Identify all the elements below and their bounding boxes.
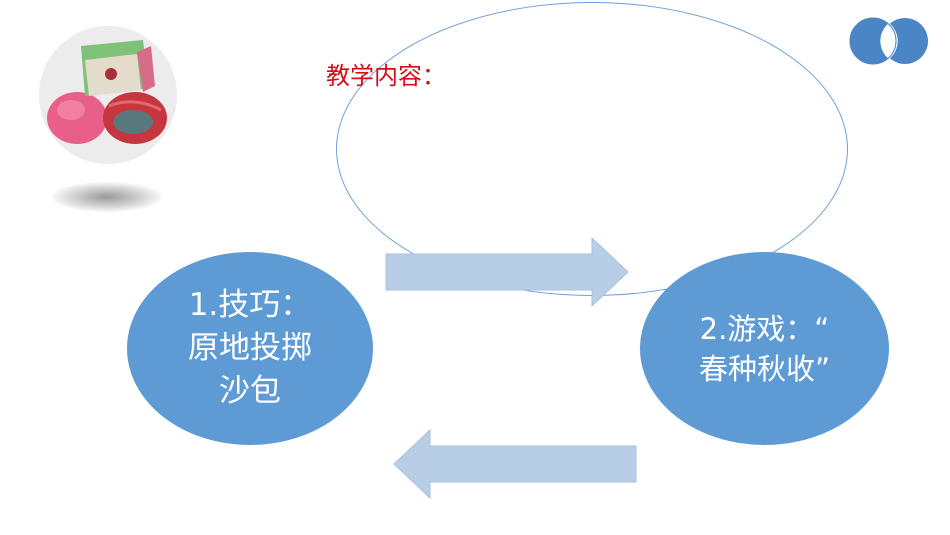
teaching-content-label: 教学内容： bbox=[326, 62, 446, 90]
skill-node-line-1: 1.技巧： bbox=[188, 287, 312, 323]
skill-node-line-2: 原地投掷 bbox=[188, 330, 312, 366]
skill-node: 1.技巧： 原地投掷 沙包 bbox=[127, 252, 373, 445]
game-node-line-2: 春种秋收” bbox=[698, 351, 831, 386]
sandbag-photo bbox=[39, 26, 177, 164]
overlapping-circles-logo bbox=[843, 17, 938, 69]
photo-shadow bbox=[52, 182, 162, 212]
left-arrow-icon bbox=[392, 428, 638, 504]
skill-node-text: 1.技巧： 原地投掷 沙包 bbox=[188, 284, 312, 413]
right-arrow-icon bbox=[384, 236, 630, 312]
game-node: 2.游戏：“ 春种秋收” bbox=[640, 252, 889, 445]
game-node-line-1: 2.游戏：“ bbox=[699, 311, 830, 346]
skill-node-line-3: 沙包 bbox=[219, 373, 281, 409]
game-node-text: 2.游戏：“ 春种秋收” bbox=[699, 309, 830, 389]
